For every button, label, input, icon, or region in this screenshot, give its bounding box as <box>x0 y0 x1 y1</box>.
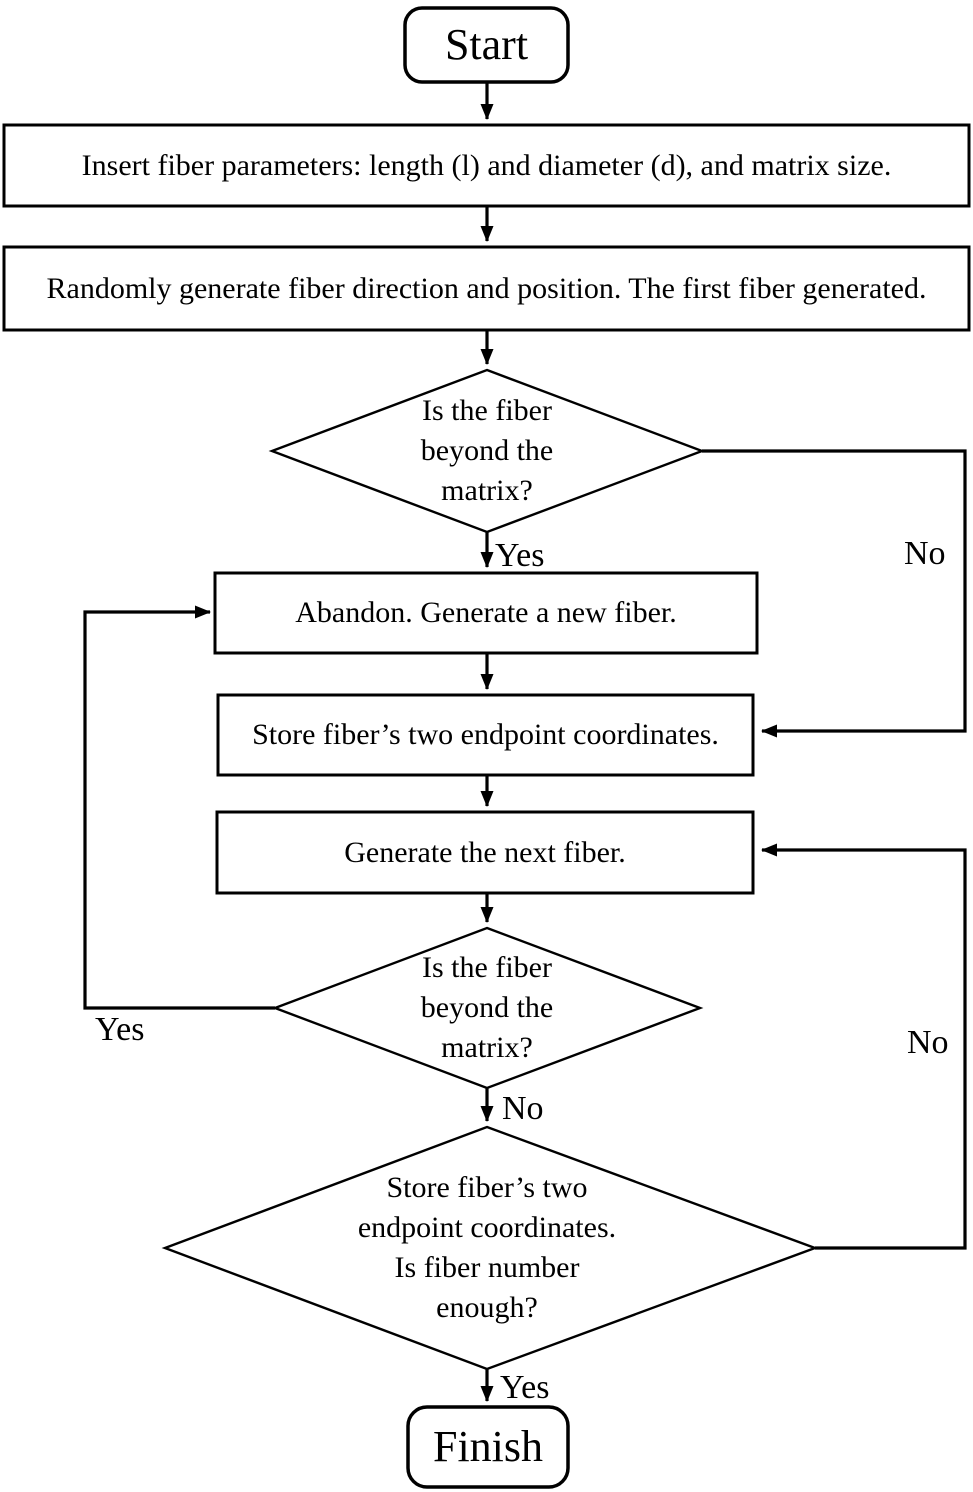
insert-params-label: Insert fiber parameters: length (l) and … <box>81 148 892 182</box>
decision3-line-2: endpoint coordinates. <box>357 1211 617 1244</box>
decision1-line-3: matrix? <box>441 474 533 507</box>
decision3-line-3: Is fiber number <box>394 1251 580 1284</box>
edge-label-decision2-no: No <box>502 1090 544 1127</box>
generate-next-label: Generate the next fiber. <box>344 835 626 869</box>
decision1-line-2: beyond the <box>420 434 554 467</box>
random-generate-box-shape <box>2 245 971 332</box>
decision1-line-1: Is the fiber <box>422 394 552 427</box>
edge-label-decision1-yes: Yes <box>495 537 545 574</box>
abandon-box-shape <box>213 571 759 655</box>
decision2-diamond-shape <box>271 926 704 1090</box>
store-endpoints-label: Store fiber’s two endpoint coordinates. <box>252 718 719 751</box>
decision3-label: Store fiber’s two endpoint coordinates. … <box>287 1168 687 1328</box>
edge-label-decision2-yes: Yes <box>95 1011 145 1048</box>
decision2-line-2: beyond the <box>420 991 554 1024</box>
start-terminator-shape <box>403 6 570 84</box>
decision3-diamond-shape <box>161 1125 819 1371</box>
abandon-label: Abandon. Generate a new fiber. <box>295 596 677 629</box>
insert-params-box-shape <box>2 123 971 208</box>
decision2-line-1: Is the fiber <box>422 951 552 984</box>
finish-label: Finish <box>432 1421 544 1471</box>
edge-label-decision1-no: No <box>904 535 946 572</box>
decision1-label: Is the fiber beyond the matrix? <box>337 391 637 511</box>
finish-terminator-shape <box>406 1405 570 1489</box>
decision1-diamond-shape <box>268 368 706 534</box>
start-label: Start <box>444 19 529 69</box>
decision3-line-1: Store fiber’s two <box>386 1171 588 1204</box>
store-endpoints-box-shape <box>216 693 755 777</box>
edge-label-decision3-no: No <box>907 1024 949 1061</box>
connector-decision2-yes-to-abandon <box>83 605 275 1010</box>
decision3-line-4: enough? <box>436 1291 538 1324</box>
edge-label-decision3-yes: Yes <box>500 1369 550 1406</box>
decision2-line-3: matrix? <box>441 1031 533 1064</box>
decision2-label: Is the fiber beyond the matrix? <box>337 948 637 1068</box>
generate-next-box-shape <box>215 810 755 895</box>
connector-decision1-no-to-store <box>702 449 967 738</box>
random-generate-label: Randomly generate fiber direction and po… <box>46 271 927 305</box>
connector-decision3-no-to-generate <box>761 843 967 1250</box>
